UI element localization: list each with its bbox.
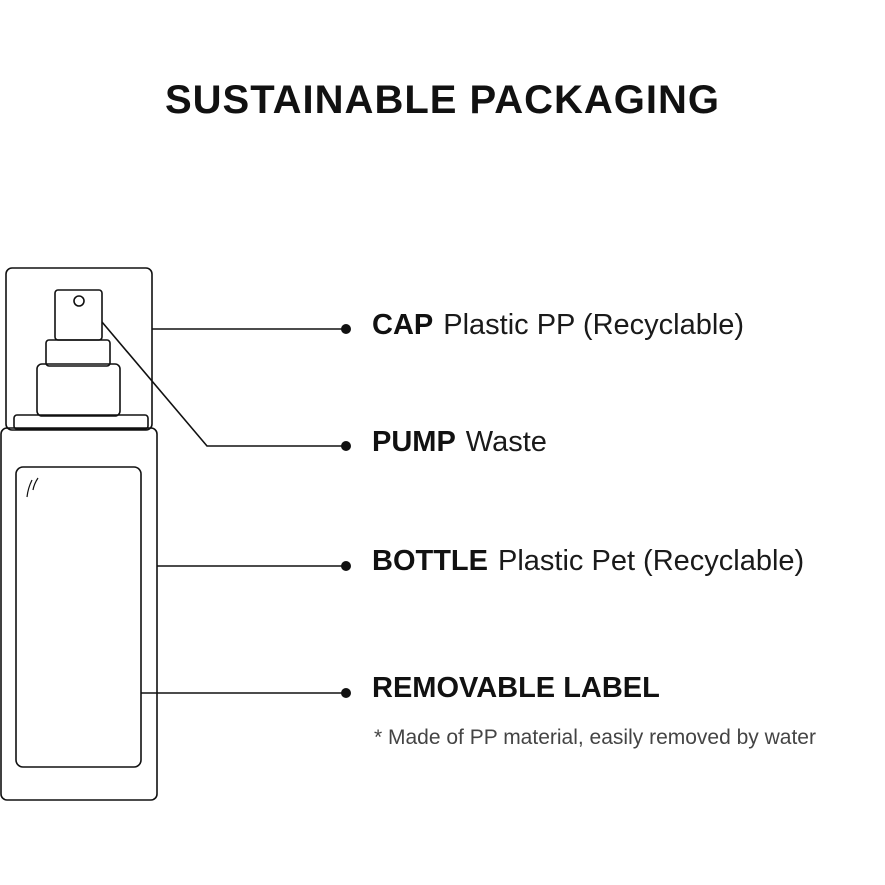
- label-note: * Made of PP material, easily removed by…: [374, 726, 816, 749]
- cap-outline: [5, 267, 153, 431]
- bottle-name: BOTTLE: [372, 545, 488, 577]
- pump-leader: [101, 321, 343, 447]
- pump-neck: [45, 339, 111, 367]
- bottle-highlight-2: [32, 477, 39, 491]
- bottle-shoulder: [13, 414, 149, 430]
- cap-name: CAP: [372, 309, 434, 341]
- bottle-callout: BOTTLE Plastic Pet (Recyclable): [372, 545, 804, 578]
- bottle-desc: Plastic Pet (Recyclable): [498, 545, 805, 577]
- bottle-highlight: [26, 479, 33, 498]
- bottle-body: [0, 427, 158, 801]
- pump-hole: [73, 295, 85, 307]
- pump-nozzle: [54, 289, 103, 341]
- pump-collar: [36, 363, 121, 417]
- label-name: REMOVABLE LABEL: [372, 672, 660, 704]
- cap-desc: Plastic PP (Recyclable): [443, 309, 745, 341]
- label-dot: [341, 688, 351, 698]
- cap-callout: CAP Plastic PP (Recyclable): [372, 309, 744, 342]
- cap-dot: [341, 324, 351, 334]
- pump-desc: Waste: [465, 426, 547, 458]
- bottle-dot: [341, 561, 351, 571]
- pump-dot: [341, 441, 351, 451]
- pump-name: PUMP: [372, 426, 456, 458]
- label-callout: REMOVABLE LABEL: [372, 672, 670, 705]
- diagram-title: SUSTAINABLE PACKAGING: [164, 78, 721, 122]
- label-outline: [15, 466, 142, 768]
- pump-callout: PUMP Waste: [372, 426, 547, 459]
